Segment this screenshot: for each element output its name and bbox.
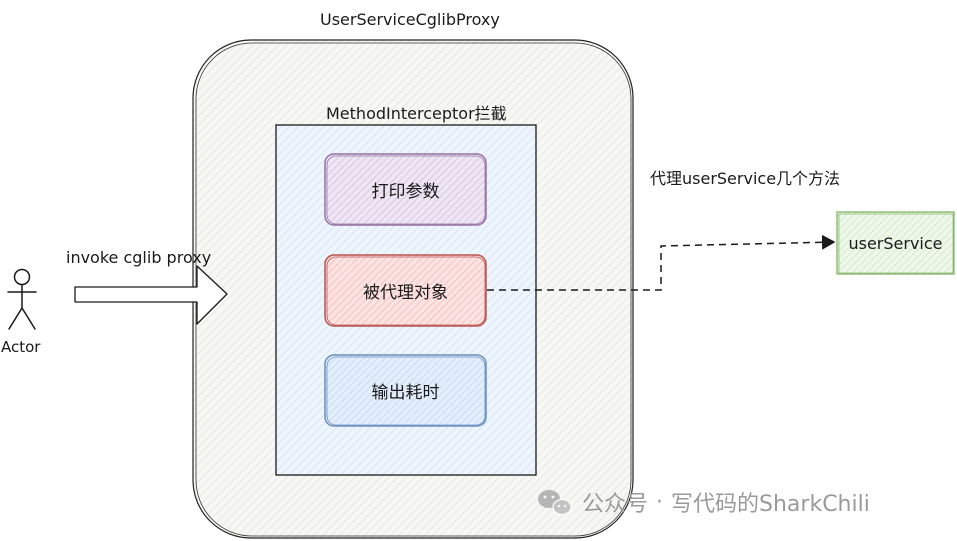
interceptor-label: MethodInterceptor拦截	[326, 104, 507, 123]
actor-icon	[7, 268, 37, 330]
invoke-arrow	[74, 265, 228, 325]
step-box-print-params	[324, 153, 487, 226]
diagram-title: UserServiceCglibProxy	[320, 10, 500, 29]
proxy-label: 代理userService几个方法	[650, 169, 841, 188]
watermark-name: 写代码的SharkChili	[671, 492, 870, 517]
wechat-icon	[538, 490, 572, 516]
step-label-output-time: 输出耗时	[371, 383, 440, 403]
invoke-label: invoke cglib proxy	[66, 248, 212, 267]
watermark: 公众号 · 写代码的SharkChili	[538, 484, 938, 520]
watermark-separator: ·	[656, 489, 664, 515]
actor-label: Actor	[1, 338, 41, 356]
step-box-output-time	[324, 354, 487, 427]
target-box	[836, 211, 955, 275]
target-label: userService	[848, 233, 943, 253]
watermark-prefix: 公众号	[582, 492, 649, 517]
proxy-connector	[487, 234, 836, 291]
step-label-proxied-object: 被代理对象	[363, 283, 448, 303]
step-box-proxied-object	[324, 254, 487, 327]
step-label-print-params: 打印参数	[371, 182, 440, 202]
